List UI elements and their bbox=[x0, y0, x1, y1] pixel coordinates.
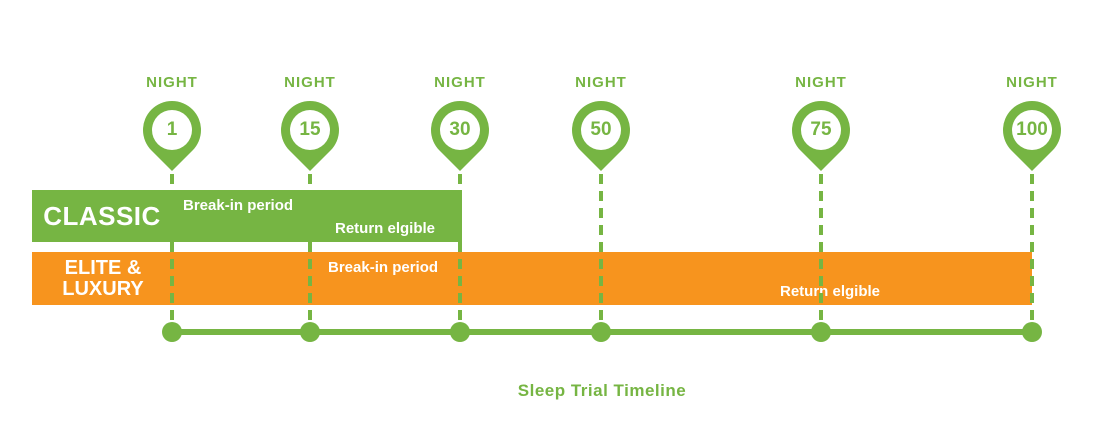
night-number: 50 bbox=[590, 119, 612, 140]
night-label: NIGHT bbox=[575, 74, 627, 91]
classic-break-in-label: Break-in period bbox=[183, 197, 294, 214]
timeline-dot bbox=[811, 322, 831, 342]
timeline-dot bbox=[162, 322, 182, 342]
elite-return-eligible-label: Return elgible bbox=[780, 283, 881, 300]
night-label: NIGHT bbox=[434, 74, 486, 91]
dashed-connector-line bbox=[170, 174, 174, 326]
night-label: NIGHT bbox=[1006, 74, 1058, 91]
map-pin-icon: 15 bbox=[268, 88, 352, 172]
timeline-dot bbox=[1022, 322, 1042, 342]
night-label: NIGHT bbox=[146, 74, 198, 91]
timeline-dot bbox=[591, 322, 611, 342]
map-pin-icon: 100 bbox=[990, 88, 1074, 172]
night-label: NIGHT bbox=[284, 74, 336, 91]
map-pin-icon: 1 bbox=[130, 88, 214, 172]
map-pin-icon: 30 bbox=[418, 88, 502, 172]
night-label: NIGHT bbox=[795, 74, 847, 91]
timeline-dot bbox=[300, 322, 320, 342]
night-number: 1 bbox=[166, 119, 178, 140]
classic-bar-label: CLASSIC bbox=[43, 200, 161, 231]
pin-inner-circle bbox=[581, 110, 621, 150]
map-pin-icon: 50 bbox=[559, 88, 643, 172]
classic-trial-bar: CLASSIC Break-in period Return elgible bbox=[32, 190, 462, 242]
classic-return-eligible-label: Return elgible bbox=[335, 220, 436, 237]
elite-break-in-label: Break-in period bbox=[328, 259, 439, 276]
dashed-connector-line bbox=[819, 174, 823, 326]
night-number: 15 bbox=[299, 119, 321, 140]
pin-inner-circle bbox=[801, 110, 841, 150]
timeline-dot bbox=[450, 322, 470, 342]
elite-luxury-trial-bar: ELITE & LUXURY Break-in period Return el… bbox=[32, 252, 1032, 305]
diagram-title: Sleep Trial Timeline bbox=[517, 381, 687, 400]
pin-inner-circle bbox=[290, 110, 330, 150]
night-number: 100 bbox=[1016, 119, 1048, 140]
dashed-connector-line bbox=[458, 174, 462, 326]
night-number: 75 bbox=[810, 119, 832, 140]
pin-inner-circle bbox=[152, 110, 192, 150]
map-pin-icon: 75 bbox=[779, 88, 863, 172]
dashed-connector-line bbox=[1030, 174, 1034, 326]
pin-inner-circle bbox=[440, 110, 480, 150]
pin-inner-circle bbox=[1012, 110, 1052, 150]
elite-luxury-bar-label: ELITE & LUXURY bbox=[62, 256, 144, 300]
night-number: 30 bbox=[449, 119, 471, 140]
dashed-connector-line bbox=[308, 174, 312, 326]
dashed-connector-line bbox=[599, 174, 603, 326]
